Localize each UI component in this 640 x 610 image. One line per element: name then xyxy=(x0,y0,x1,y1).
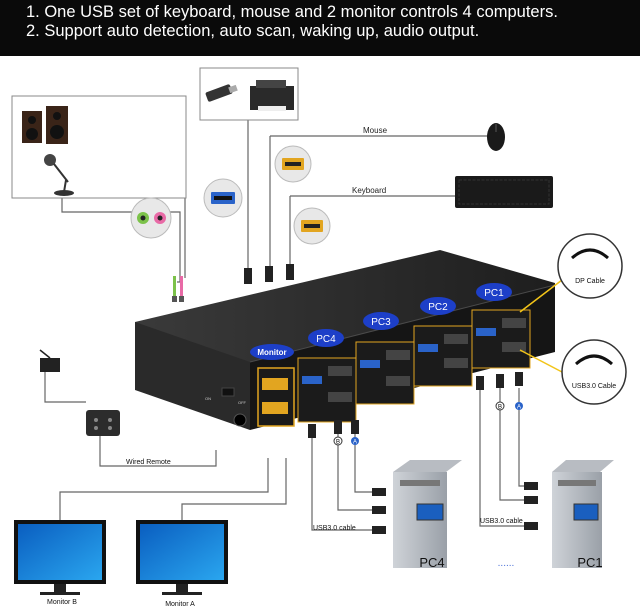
pc1-bottom-label: PC1 xyxy=(577,555,602,570)
svg-text:ON: ON xyxy=(205,396,211,401)
pc4-usb-b xyxy=(337,430,375,511)
wired-remote-icon xyxy=(86,410,120,436)
pc1-tower xyxy=(552,460,614,568)
pc1-ports xyxy=(471,309,531,369)
pc1-port-b: B xyxy=(498,405,502,411)
monitor-a xyxy=(136,520,228,595)
switch-label-pc4-text: PC4 xyxy=(316,334,336,345)
usb3-cable-label: USB3.0 Cable xyxy=(572,383,616,390)
keyboard-label: Keyboard xyxy=(352,186,386,195)
power-adapter-icon xyxy=(39,349,60,372)
switch-label-monitor-text: Monitor xyxy=(257,348,286,357)
speakers-mic-box xyxy=(11,95,187,199)
pc4-port-a: A xyxy=(353,440,357,446)
cables xyxy=(44,120,525,531)
pc4-dp-cable xyxy=(311,432,375,531)
usb3-cable-label-left: USB3.0 cable xyxy=(313,525,356,532)
printer-icon xyxy=(250,80,294,111)
pc1-port-a: A xyxy=(517,405,521,411)
pc1-usb-b xyxy=(499,388,525,501)
speaker-icon xyxy=(22,106,68,144)
header-banner: 1. One USB set of keyboard, mouse and 2 … xyxy=(0,0,640,56)
usb3-cable-callout: USB3.0 Cable xyxy=(561,339,627,405)
usb-port-callout-2 xyxy=(293,207,331,245)
pc3-ports xyxy=(355,341,415,405)
pc-cable-plugs xyxy=(308,372,538,534)
usb3-port-callout xyxy=(203,178,243,218)
usb-devices-box xyxy=(199,67,299,121)
dp-cable-label: DP Cable xyxy=(575,278,605,285)
kvm-connection-diagram: Mouse Keyboard ON OFF xyxy=(11,67,627,608)
switch-label-pc3-text: PC3 xyxy=(371,317,391,328)
pc1-usb-a xyxy=(518,388,525,487)
pc4-port-b: B xyxy=(336,440,340,446)
audio-jacks-callout xyxy=(130,197,172,239)
switch-label-pc1-text: PC1 xyxy=(484,288,504,299)
usb-flash-drive-icon xyxy=(205,84,238,102)
keyboard-icon xyxy=(455,176,553,208)
audio-cable-left xyxy=(61,198,181,283)
pc4-ports xyxy=(297,357,357,423)
monitor-a-cable xyxy=(181,458,287,520)
ellipsis: ...... xyxy=(498,558,515,569)
switch-label-pc2: PC2 xyxy=(420,297,456,315)
microphone-icon xyxy=(44,154,74,196)
pc4-bottom-label: PC4 xyxy=(419,555,444,570)
kvm-switch: ON OFF xyxy=(135,250,556,430)
pc2-ports xyxy=(413,325,473,387)
usb3-cable-label-right: USB3.0 cable xyxy=(480,518,523,525)
monitor-b xyxy=(14,520,106,595)
feature-line-1: 1. One USB set of keyboard, mouse and 2 … xyxy=(26,3,558,21)
pc4-tower xyxy=(393,460,462,568)
audio-plugs xyxy=(172,276,184,302)
feature-line-2: 2. Support auto detection, auto scan, wa… xyxy=(26,22,480,40)
top-usb-plugs xyxy=(244,264,294,284)
remote-cable xyxy=(44,372,86,403)
remote-cable-b xyxy=(99,436,217,467)
usb-port-callout-1 xyxy=(274,145,312,183)
dp-cable-callout: DP Cable xyxy=(557,233,623,299)
mouse-icon xyxy=(487,123,505,151)
svg-text:OFF: OFF xyxy=(238,400,247,405)
switch-label-monitor: Monitor xyxy=(250,344,294,360)
wired-remote-label: Wired Remote xyxy=(126,459,171,466)
monitor-b-label: Monitor B xyxy=(47,599,77,606)
mouse-label: Mouse xyxy=(363,126,388,135)
pc1-dp-cable xyxy=(479,388,525,527)
port-letter-badges: B A B A xyxy=(333,401,523,446)
switch-label-pc1: PC1 xyxy=(476,283,512,301)
switch-label-pc4: PC4 xyxy=(308,329,344,347)
pc4-usb-a xyxy=(354,430,375,493)
switch-label-pc3: PC3 xyxy=(363,312,399,330)
monitor-b-cable xyxy=(59,458,269,520)
callout-arrows xyxy=(519,279,563,373)
monitor-a-label: Monitor A xyxy=(165,601,195,608)
switch-label-pc2-text: PC2 xyxy=(428,302,448,313)
